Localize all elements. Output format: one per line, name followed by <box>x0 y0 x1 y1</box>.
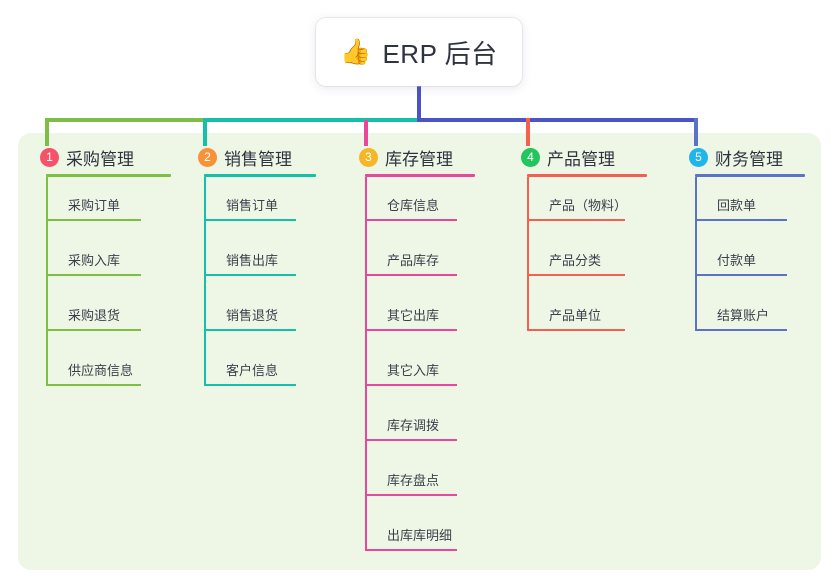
list-item-label: 库存调拨 <box>387 418 440 433</box>
list-item-label: 采购入库 <box>68 253 121 268</box>
list-item-underline <box>695 219 787 221</box>
column-rail <box>695 177 697 331</box>
list-item[interactable]: 产品库存 <box>365 238 457 276</box>
column-badge-icon: 3 <box>359 147 378 167</box>
list-item-underline <box>204 274 296 276</box>
column-title: 采购管理 <box>66 149 134 169</box>
list-item-label: 付款单 <box>717 253 757 268</box>
column-rail <box>365 177 367 551</box>
list-item[interactable]: 付款单 <box>695 238 787 276</box>
list-item-label: 采购退货 <box>68 308 121 323</box>
list-item-label: 出库库明细 <box>387 528 453 543</box>
list-item-label: 产品（物料） <box>549 198 628 213</box>
column-badge-icon: 4 <box>521 147 540 167</box>
column-header-5[interactable]: 5 财务管理 <box>689 144 783 170</box>
list-item-underline <box>527 329 625 331</box>
list-item-label: 仓库信息 <box>387 198 440 213</box>
list-item[interactable]: 其它入库 <box>365 348 457 386</box>
column-title: 库存管理 <box>385 149 453 169</box>
column-title: 财务管理 <box>715 149 783 169</box>
list-item-underline <box>365 549 457 551</box>
list-item[interactable]: 仓库信息 <box>365 183 457 221</box>
list-item[interactable]: 采购订单 <box>46 183 141 221</box>
list-item-label: 客户信息 <box>226 363 279 378</box>
list-item-underline <box>204 219 296 221</box>
column-badge-icon: 1 <box>40 147 59 167</box>
list-item-label: 销售出库 <box>226 253 279 268</box>
column-underline <box>527 174 647 177</box>
list-item[interactable]: 其它出库 <box>365 293 457 331</box>
list-item[interactable]: 产品单位 <box>527 293 625 331</box>
column-badge-icon: 5 <box>689 147 708 167</box>
column-title: 销售管理 <box>224 149 292 169</box>
list-item-label: 其它入库 <box>387 363 440 378</box>
list-item[interactable]: 库存盘点 <box>365 458 457 496</box>
list-item[interactable]: 回款单 <box>695 183 787 221</box>
list-item-label: 结算账户 <box>717 308 770 323</box>
column-rail <box>204 177 206 386</box>
column-title: 产品管理 <box>547 149 615 169</box>
list-item-label: 采购订单 <box>68 198 121 213</box>
column-rail <box>46 177 48 386</box>
list-item-label: 销售订单 <box>226 198 279 213</box>
list-item-underline <box>365 494 457 496</box>
column-underline <box>695 174 805 177</box>
list-item[interactable]: 产品分类 <box>527 238 625 276</box>
column-header-3[interactable]: 3 库存管理 <box>359 144 453 170</box>
list-item[interactable]: 产品（物料） <box>527 183 628 221</box>
column-underline <box>204 174 316 177</box>
list-item-underline <box>365 384 457 386</box>
column-header-1[interactable]: 1 采购管理 <box>40 144 134 170</box>
list-item-label: 其它出库 <box>387 308 440 323</box>
list-item[interactable]: 结算账户 <box>695 293 787 331</box>
column-rail <box>527 177 529 331</box>
list-item-underline <box>365 219 457 221</box>
list-item-label: 回款单 <box>717 198 757 213</box>
list-item-underline <box>695 329 787 331</box>
diagram-panel <box>18 133 821 570</box>
column-header-2[interactable]: 2 销售管理 <box>198 144 292 170</box>
list-item-label: 销售退货 <box>226 308 279 323</box>
list-item[interactable]: 销售退货 <box>204 293 296 331</box>
list-item-label: 产品单位 <box>549 308 602 323</box>
list-item[interactable]: 库存调拨 <box>365 403 457 441</box>
column-badge-icon: 2 <box>198 147 217 167</box>
list-item-underline <box>365 439 457 441</box>
list-item-label: 库存盘点 <box>387 473 440 488</box>
list-item[interactable]: 出库库明细 <box>365 513 457 551</box>
column-underline <box>365 174 475 177</box>
column-underline <box>46 174 171 177</box>
list-item-underline <box>204 384 296 386</box>
list-item[interactable]: 供应商信息 <box>46 348 141 386</box>
list-item-underline <box>46 219 141 221</box>
list-item-underline <box>527 274 625 276</box>
list-item-underline <box>695 274 787 276</box>
root-node-card[interactable]: 👍 ERP 后台 <box>316 18 522 86</box>
list-item-underline <box>46 329 141 331</box>
root-node-content: 👍 ERP 后台 <box>340 34 497 71</box>
list-item-underline <box>46 274 141 276</box>
list-item-label: 供应商信息 <box>68 363 134 378</box>
list-item-underline <box>365 329 457 331</box>
list-item[interactable]: 客户信息 <box>204 348 296 386</box>
list-item[interactable]: 采购入库 <box>46 238 141 276</box>
list-item-underline <box>204 329 296 331</box>
page-title: ERP 后台 <box>382 38 498 69</box>
list-item-underline <box>365 274 457 276</box>
list-item[interactable]: 采购退货 <box>46 293 141 331</box>
columns-container: 1 采购管理采购订单采购入库采购退货供应商信息 2 销售管理销售订单销售出库销售退货客… <box>18 133 821 570</box>
list-item-label: 产品分类 <box>549 253 602 268</box>
list-item[interactable]: 销售订单 <box>204 183 296 221</box>
thumbs-up-icon: 👍 <box>340 37 372 66</box>
list-item[interactable]: 销售出库 <box>204 238 296 276</box>
list-item-label: 产品库存 <box>387 253 440 268</box>
list-item-underline <box>46 384 141 386</box>
list-item-underline <box>527 219 625 221</box>
column-header-4[interactable]: 4 产品管理 <box>521 144 615 170</box>
